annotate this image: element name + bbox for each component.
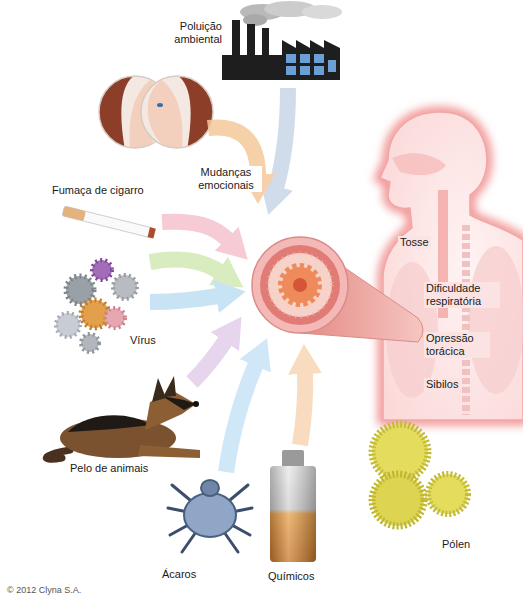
bronchus-illustration-part (293, 278, 307, 292)
mite-icon-part (182, 532, 196, 552)
factory-icon-part (286, 66, 296, 75)
trigger-label: Pelo de animais (68, 462, 150, 475)
human-body-part (468, 246, 523, 394)
dog-icon-part (145, 392, 196, 430)
virus-icon (56, 260, 137, 352)
trigger-label: Pólen (440, 538, 472, 551)
virus-icon-part (81, 334, 99, 352)
bronchus-illustration-part (268, 253, 332, 317)
trigger-label: Ácaros (160, 568, 198, 581)
human-body-part (380, 112, 523, 420)
factory-icon-part (314, 66, 324, 75)
faces-icon-part (141, 76, 213, 148)
human-body (380, 112, 523, 420)
bronchus-illustration-part (260, 245, 340, 325)
factory-icon-part (314, 54, 324, 63)
copyright-note: © 2012 Clyna S.A. (5, 585, 83, 596)
cigarette-icon-part (62, 206, 154, 238)
trigger-arrows-part (150, 260, 220, 272)
pollen-icon (372, 424, 468, 526)
factory-icon-part (328, 60, 336, 72)
faces-icon-part-part (141, 72, 221, 152)
mite-icon-part (224, 532, 238, 552)
faces-icon-part (141, 72, 221, 152)
mite-icon-part (230, 485, 248, 500)
factory-icon-part (302, 5, 342, 19)
human-body-part (380, 112, 523, 420)
dog-icon-part (138, 445, 200, 458)
factory-icon-part (300, 54, 310, 63)
pollen-icon-part (372, 474, 424, 526)
dog-icon-part (162, 396, 196, 410)
dog-icon-part (193, 401, 199, 407)
virus-icon-part (105, 308, 125, 328)
spray-can-icon-part (270, 466, 316, 562)
trigger-arrows-part (192, 340, 226, 382)
bronchus-illustration-part (252, 237, 348, 333)
trigger-arrows-part (300, 372, 305, 445)
symptom-label: Opressão torácica (424, 332, 490, 358)
factory-icon (222, 1, 342, 80)
virus-icon-part (92, 260, 112, 280)
symptom-label: Tosse (398, 236, 431, 249)
mite-icon-part (201, 480, 219, 496)
trigger-label: Químicos (266, 570, 316, 583)
trigger-arrows-part (226, 364, 256, 472)
pollen-icon-part (428, 474, 468, 514)
cigarette-icon-part (148, 227, 156, 238)
human-body-part (462, 225, 470, 415)
bronchus-illustration (252, 237, 423, 342)
trigger-label: Mudanças emocionais (190, 166, 262, 192)
dog-icon-part (163, 376, 176, 397)
mite-icon-part (172, 485, 190, 500)
cigarette-icon (62, 206, 156, 238)
faces-icon-part-part (157, 103, 163, 107)
dog-icon-part (68, 415, 150, 432)
mite-icon (168, 480, 252, 552)
trigger-label: Vírus (128, 334, 158, 347)
spray-can-icon-part (270, 466, 316, 562)
virus-icon-part (113, 275, 137, 299)
factory-icon-part (300, 66, 310, 75)
mite-icon-part (184, 493, 236, 537)
factory-icon-part (222, 40, 340, 80)
trigger-label: Poluição ambiental (160, 20, 224, 46)
spray-can-icon (270, 450, 316, 562)
bronchus-illustration-part (282, 267, 318, 303)
dog-icon (46, 376, 200, 459)
spray-can-icon-part (282, 450, 304, 468)
symptom-label: Sibilos (424, 378, 460, 391)
faces-icon (95, 72, 221, 152)
factory-icon-part (286, 54, 296, 63)
pollen-icon-part (372, 424, 428, 480)
dog-icon-part (46, 450, 70, 459)
trigger-arrows-part (276, 88, 288, 188)
symptom-label: Dificuldade respiratória (424, 282, 500, 308)
trigger-arrows-part (162, 222, 228, 240)
cigarette-icon-part (62, 206, 86, 221)
dog-icon-part (152, 378, 166, 402)
trigger-label: Fumaça de cigarro (50, 184, 146, 197)
trigger-arrows-part (150, 296, 218, 302)
virus-icon-part (56, 313, 80, 337)
human-body-part (392, 153, 446, 175)
